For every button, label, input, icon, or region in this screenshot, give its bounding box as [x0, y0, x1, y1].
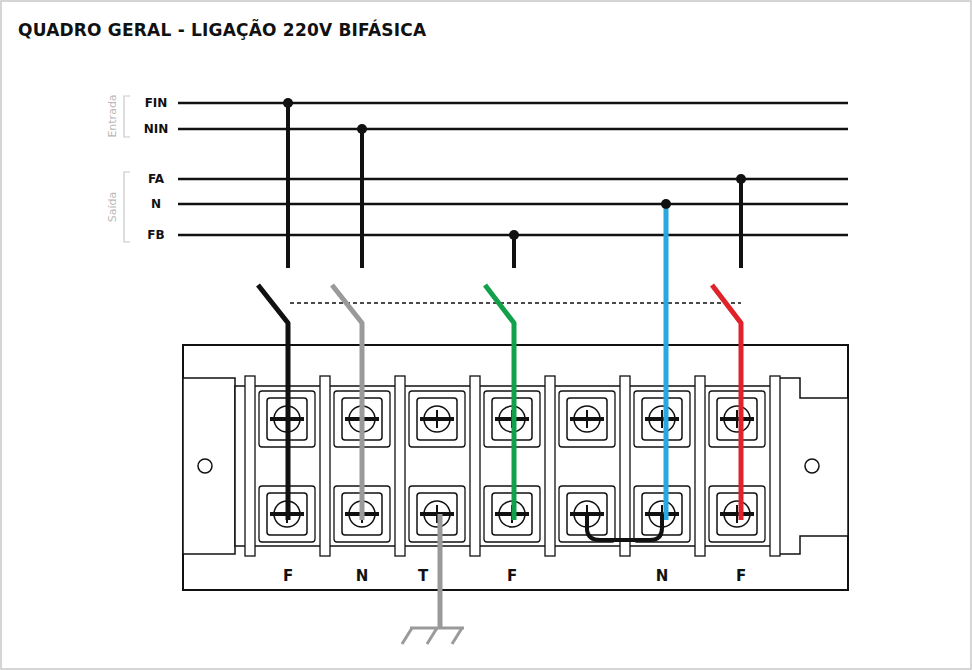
terminal-label: F	[736, 569, 746, 584]
terminal-screw	[409, 391, 465, 447]
junction-dot	[661, 199, 671, 209]
ground-stroke	[452, 628, 462, 644]
jumper-wire	[587, 514, 662, 540]
terminal-cell	[559, 391, 615, 447]
bus-lines	[178, 103, 848, 235]
divider	[695, 376, 705, 556]
terminal-cell	[634, 391, 690, 447]
terminal-cell	[409, 486, 465, 542]
terminal-strip	[235, 386, 775, 546]
screw-seat	[717, 493, 757, 535]
ground-stroke	[402, 628, 412, 644]
terminal-label: F	[507, 569, 517, 584]
bus-line	[178, 102, 848, 105]
junction-dots	[283, 98, 746, 240]
mount-hole	[805, 459, 819, 473]
neutral-wire	[664, 204, 669, 520]
terminal-screw	[559, 391, 615, 447]
divider	[620, 376, 630, 556]
screw-seat	[642, 398, 682, 440]
bus-name: FB	[147, 229, 164, 241]
terminal-label: T	[418, 569, 428, 584]
divider	[395, 376, 405, 556]
wires	[258, 204, 741, 628]
terminal-cell	[409, 391, 465, 447]
terminal-label: F	[283, 569, 293, 584]
bus-name: FIN	[145, 97, 168, 109]
terminal-label: N	[656, 569, 669, 584]
screw-slot	[436, 410, 438, 428]
output-bracket	[124, 172, 130, 242]
screw-seat	[567, 398, 607, 440]
divider	[770, 376, 780, 556]
divider	[320, 376, 330, 556]
mount-hole	[198, 459, 212, 473]
screw-seat	[417, 398, 457, 440]
terminal-cell	[709, 391, 765, 447]
bus-name: FA	[148, 173, 164, 185]
junction-dot	[509, 230, 519, 240]
divider	[245, 376, 255, 556]
bus-line	[178, 128, 848, 131]
ground-wire	[438, 514, 443, 628]
screw-slot	[586, 410, 588, 428]
phase-wire	[485, 285, 514, 520]
bus-name: NIN	[144, 123, 169, 135]
ground-symbol	[402, 628, 464, 644]
phase-wire	[258, 285, 288, 520]
divider	[470, 376, 480, 556]
terminal-screw	[634, 391, 690, 447]
terminal-label: N	[356, 569, 369, 584]
terminal-cell	[709, 486, 765, 542]
divider	[545, 376, 555, 556]
neutral-wire	[332, 285, 362, 520]
breaker-link	[290, 302, 741, 304]
screw-seat	[417, 493, 457, 535]
junction-dot	[357, 124, 367, 134]
junction-dot	[283, 98, 293, 108]
drop-line	[286, 103, 290, 268]
drop-line	[360, 129, 364, 268]
terminal-screw	[409, 486, 465, 542]
screw-slot	[661, 410, 663, 428]
screw-slot	[736, 505, 738, 523]
diagram-title: QUADRO GERAL - LIGAÇÃO 220V BIFÁSICA	[18, 22, 426, 39]
section-label: Entrada	[107, 94, 118, 137]
terminal-screw	[709, 391, 765, 447]
drop-line	[739, 179, 743, 268]
bus-name: N	[151, 198, 161, 210]
end-plate	[183, 378, 235, 554]
junction-dot	[736, 174, 746, 184]
phase-wire	[712, 285, 741, 520]
screw-seat	[717, 398, 757, 440]
bus-line	[178, 203, 848, 206]
terminal-screw	[709, 486, 765, 542]
section-label: Saída	[107, 192, 118, 223]
drops	[288, 103, 741, 268]
bus-line	[178, 178, 848, 181]
end-plate	[775, 378, 848, 554]
ground-stroke	[427, 628, 437, 644]
screw-slot	[736, 410, 738, 428]
input-bracket	[124, 96, 130, 137]
